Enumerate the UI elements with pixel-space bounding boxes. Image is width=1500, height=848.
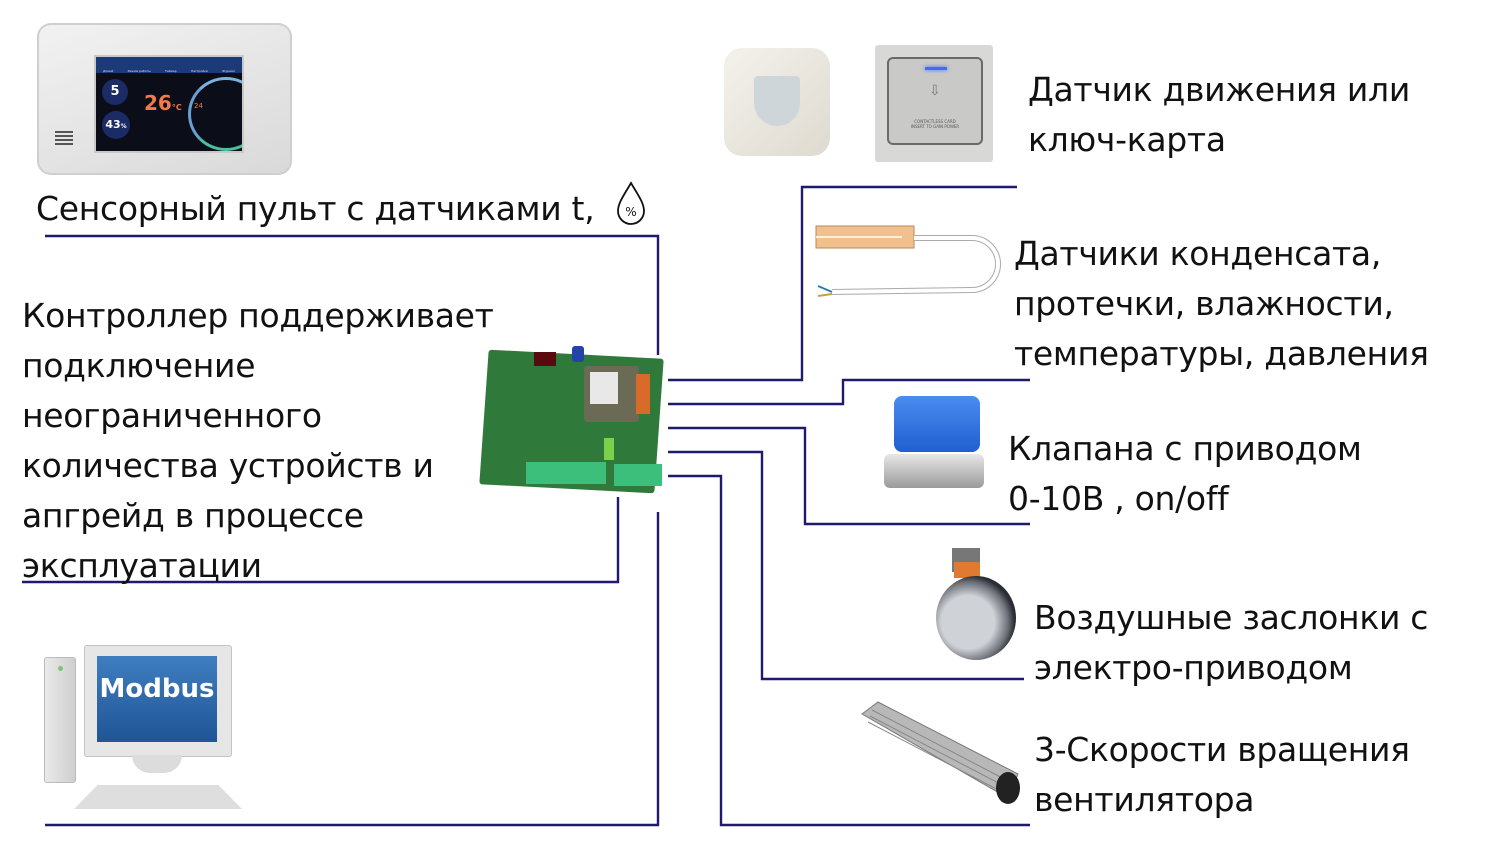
current-temp-unit: °C [171, 103, 182, 112]
wire-pc [45, 512, 660, 827]
controller-label-line: апгрейд в процессе [22, 496, 364, 535]
fan-label-line: 3-Скорости вращения [1034, 730, 1410, 769]
controller-board-image [479, 344, 664, 494]
keycard-arrow-icon: ⇩ [929, 83, 941, 99]
valve-label-line: Клапана с приводом [1008, 429, 1362, 468]
temperature-arc [188, 77, 242, 151]
sensors-label-line: Датчики конденсата, [1014, 234, 1382, 273]
fan-motor [996, 772, 1020, 804]
current-temp-value: 26 [144, 91, 172, 115]
keycard-led [925, 67, 947, 70]
screen-menu-item[interactable]: Домой [103, 69, 114, 73]
keycard-caption: CONTACTLESS CARD INSERT TO GAIN POWER [895, 119, 975, 129]
screen-menu-bar: Домой Режим работы Таймер Настройки Журн… [96, 57, 242, 73]
motorized-valve-image [884, 396, 994, 500]
terminal-block [526, 462, 606, 484]
humidity-drop-symbol: % [625, 205, 636, 219]
controller-label: Контроллер поддерживает подключение неог… [22, 291, 494, 591]
terminal-block [614, 464, 662, 486]
humidity-value: 43 [105, 118, 121, 131]
touch-panel-speaker-grille [55, 131, 73, 147]
condensate-sensor-image [815, 225, 1001, 297]
current-temperature: 26°C [144, 91, 182, 115]
led-display [534, 352, 556, 366]
sensors-label: Датчики конденсата, протечки, влажности,… [1014, 229, 1429, 379]
fan-speed-badge: 5 [102, 79, 128, 105]
motion-sensor-label-line: Датчик движения или [1028, 70, 1410, 109]
fan-label-line: вентилятора [1034, 780, 1255, 819]
capacitor [572, 346, 584, 362]
screen-menu-item[interactable]: Таймер [165, 69, 177, 73]
wire-motion-sensor [668, 185, 1017, 382]
touch-panel-screen: Домой Режим работы Таймер Настройки Журн… [94, 55, 244, 153]
keycard-caption-line: CONTACTLESS CARD [914, 119, 956, 124]
damper-actuator-cover [954, 562, 980, 578]
valve-label: Клапана с приводом 0-10В , on/off [1008, 424, 1362, 524]
screen-menu-item[interactable]: Настройки [190, 69, 208, 73]
controller-label-line: неограниченного [22, 396, 322, 435]
transformer [584, 366, 639, 422]
screen-menu-item[interactable]: Журнал [222, 69, 235, 73]
pc-image: Modbus [44, 645, 244, 811]
pc-monitor-screen: Modbus [97, 656, 217, 742]
fan-speed-value: 5 [110, 84, 120, 99]
damper-ring [936, 576, 1016, 660]
motion-sensor-label-line: ключ-карта [1028, 120, 1226, 159]
fan-housing [861, 701, 1019, 799]
pc-monitor-stand [132, 755, 182, 773]
fuse [604, 438, 614, 460]
pc-tower [44, 657, 76, 783]
motion-sensor-image [724, 48, 830, 156]
wire-valve [668, 426, 1030, 526]
damper-label-line: электро-приводом [1034, 648, 1353, 687]
humidity-drop-icon: % [617, 181, 645, 225]
valve-actuator [894, 396, 980, 452]
pc-keyboard [74, 785, 242, 809]
modbus-text: Modbus [99, 674, 215, 704]
humidity-unit: % [120, 123, 127, 130]
wire-damper [668, 450, 1024, 681]
screen-menu-item[interactable]: Режим работы [127, 69, 151, 73]
wire-touch-panel [45, 234, 660, 355]
keycard-caption-line: INSERT TO GAIN POWER [910, 124, 960, 129]
controller-label-line: количества устройств и [22, 446, 434, 485]
motion-sensor-lens [754, 76, 800, 126]
sensors-label-line: температуры, давления [1014, 334, 1429, 373]
keycard-switch-image: ⇩ CONTACTLESS CARD INSERT TO GAIN POWER [875, 45, 993, 162]
wire-controller-label [22, 497, 620, 584]
touch-panel-label: Сенсорный пульт с датчиками t, [36, 184, 595, 234]
controller-label-line: эксплуатации [22, 546, 262, 585]
orange-relay [636, 374, 650, 414]
damper-label: Воздушные заслонки с электро-приводом [1034, 593, 1428, 693]
air-damper-image [932, 548, 1028, 664]
touch-panel-label-text: Сенсорный пульт с датчиками t, [36, 189, 595, 228]
controller-label-line: подключение [22, 346, 256, 385]
damper-label-line: Воздушные заслонки с [1034, 598, 1429, 637]
sensors-label-line: протечки, влажности, [1014, 284, 1394, 323]
touch-panel-device: Домой Режим работы Таймер Настройки Журн… [37, 23, 292, 175]
valve-body [884, 454, 984, 488]
fan-label: 3-Скорости вращения вентилятора [1034, 725, 1410, 825]
controller-label-line: Контроллер поддерживает [22, 296, 494, 335]
keycard-slot: ⇩ CONTACTLESS CARD INSERT TO GAIN POWER [887, 57, 983, 145]
humidity-badge: 43% [102, 111, 130, 139]
tangential-fan-image [861, 701, 1020, 804]
pc-monitor: Modbus [84, 645, 232, 757]
wire-fan [668, 474, 1030, 827]
wire-sensors [668, 378, 1030, 406]
motion-sensor-label: Датчик движения или ключ-карта [1028, 65, 1410, 165]
valve-label-line: 0-10В , on/off [1008, 479, 1229, 518]
